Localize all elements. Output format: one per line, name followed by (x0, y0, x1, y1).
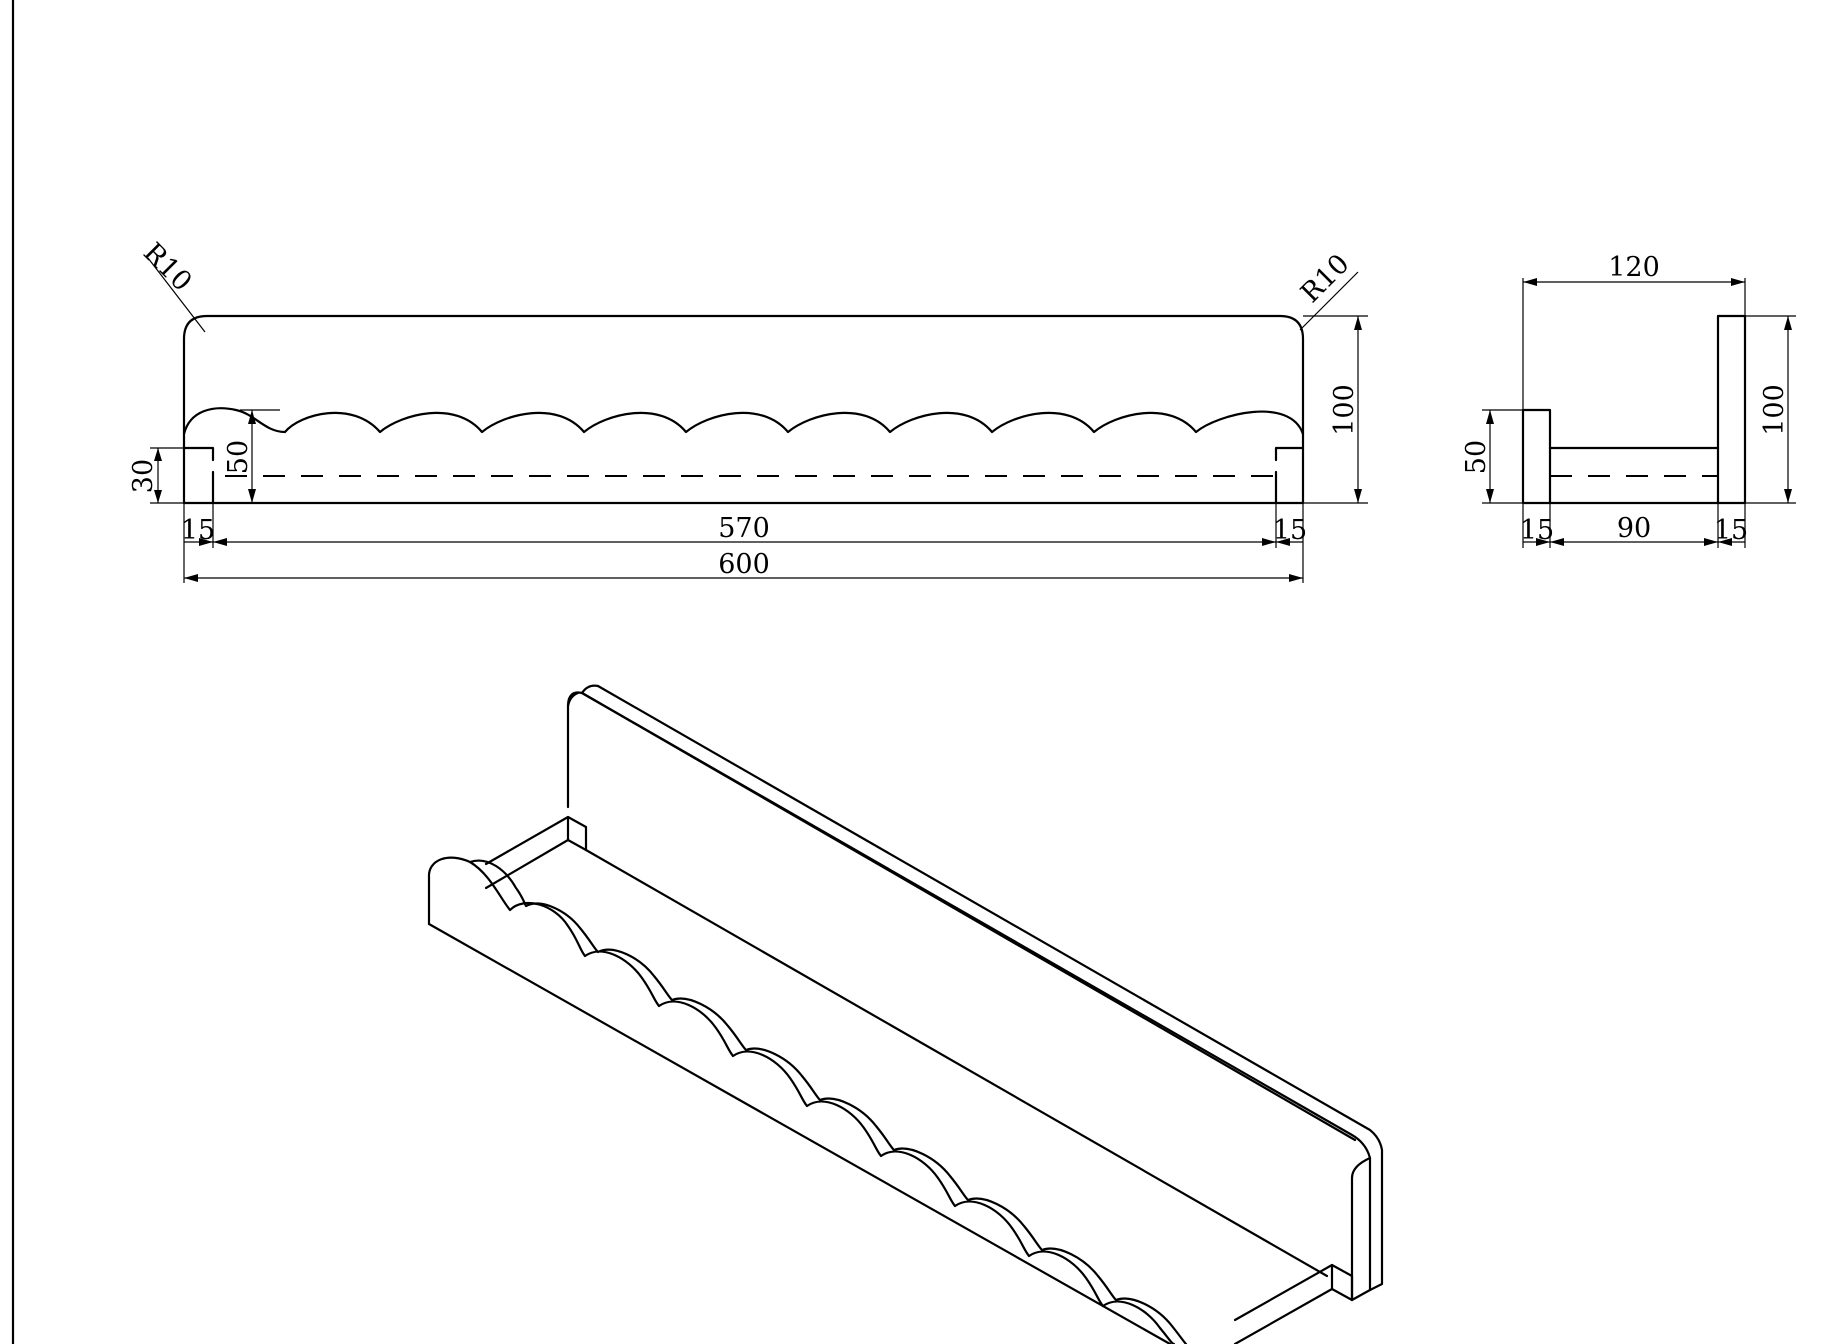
arrowhead (248, 489, 256, 503)
iso-front-scallop (427, 856, 1176, 1344)
r10-left-label: R10 (137, 237, 198, 298)
arrowhead (154, 448, 162, 461)
iso-back-board (566, 691, 1372, 1302)
iso-back-top-cap (580, 684, 600, 695)
r10-left-leader (147, 257, 206, 333)
side-back-board (1716, 314, 1747, 505)
iso-back-top-front (580, 691, 1357, 1142)
arrowhead (1289, 574, 1303, 582)
side-bottom-board (1548, 446, 1720, 505)
arrowhead (1486, 489, 1494, 503)
side-front-board (1521, 408, 1552, 505)
r10-right-label: R10 (1295, 248, 1356, 309)
arrowhead (184, 574, 198, 582)
arrowhead (1718, 538, 1732, 546)
arrowhead (1704, 538, 1718, 546)
front-scallop-label: 50 (223, 440, 254, 474)
arrowhead (154, 490, 162, 503)
iso-left-end-top (484, 815, 588, 890)
arrowhead (1731, 278, 1745, 286)
side-back-height-label: 100 (1759, 384, 1790, 436)
side-left-board-label: 15 (1520, 515, 1554, 546)
front-inner-width-label: 570 (718, 513, 770, 544)
arrowhead (1354, 316, 1362, 330)
arrowhead (1262, 538, 1276, 546)
front-end-right-label: 15 (1273, 515, 1307, 546)
arrowhead (1536, 538, 1550, 546)
front-total-width-label: 600 (718, 549, 770, 580)
arrowhead (1486, 410, 1494, 424)
arrowhead (1784, 316, 1792, 330)
arrowhead (1523, 278, 1537, 286)
front-view: R10 R10 100 50 30 15 570 15 (128, 237, 1368, 583)
side-view: 120 100 50 15 90 15 (1461, 252, 1796, 548)
side-depth-label: 120 (1608, 252, 1660, 283)
arrowhead (199, 538, 213, 546)
arrowhead (1784, 489, 1792, 503)
iso-front-scallop-inner (468, 859, 1188, 1344)
front-height-label: 100 (1329, 384, 1360, 436)
side-front-height-label: 50 (1461, 440, 1492, 474)
arrowhead (1550, 538, 1564, 546)
iso-right-end-top (1233, 1263, 1354, 1344)
iso-back-top-rear (596, 684, 1384, 1292)
iso-back-end-face (1350, 1156, 1372, 1302)
arrowhead (1276, 538, 1290, 546)
side-middle-label: 90 (1617, 513, 1651, 544)
iso-bottom-rear-line (584, 848, 1329, 1278)
front-cutout-label: 30 (128, 459, 159, 493)
front-end-left-label: 15 (181, 515, 215, 546)
arrowhead (248, 410, 256, 424)
front-outline (182, 314, 1305, 505)
side-right-board-label: 15 (1714, 515, 1748, 546)
iso-front-bottom-edge (427, 922, 1172, 1344)
iso-back-corner (566, 691, 580, 708)
front-scallop-edge (182, 407, 1305, 436)
r10-right-leader (1299, 271, 1359, 331)
arrowhead (213, 538, 227, 546)
front-right-notch (1274, 446, 1305, 505)
isometric-view (427, 684, 1384, 1344)
arrowhead (1354, 489, 1362, 503)
front-left-notch (182, 446, 215, 505)
